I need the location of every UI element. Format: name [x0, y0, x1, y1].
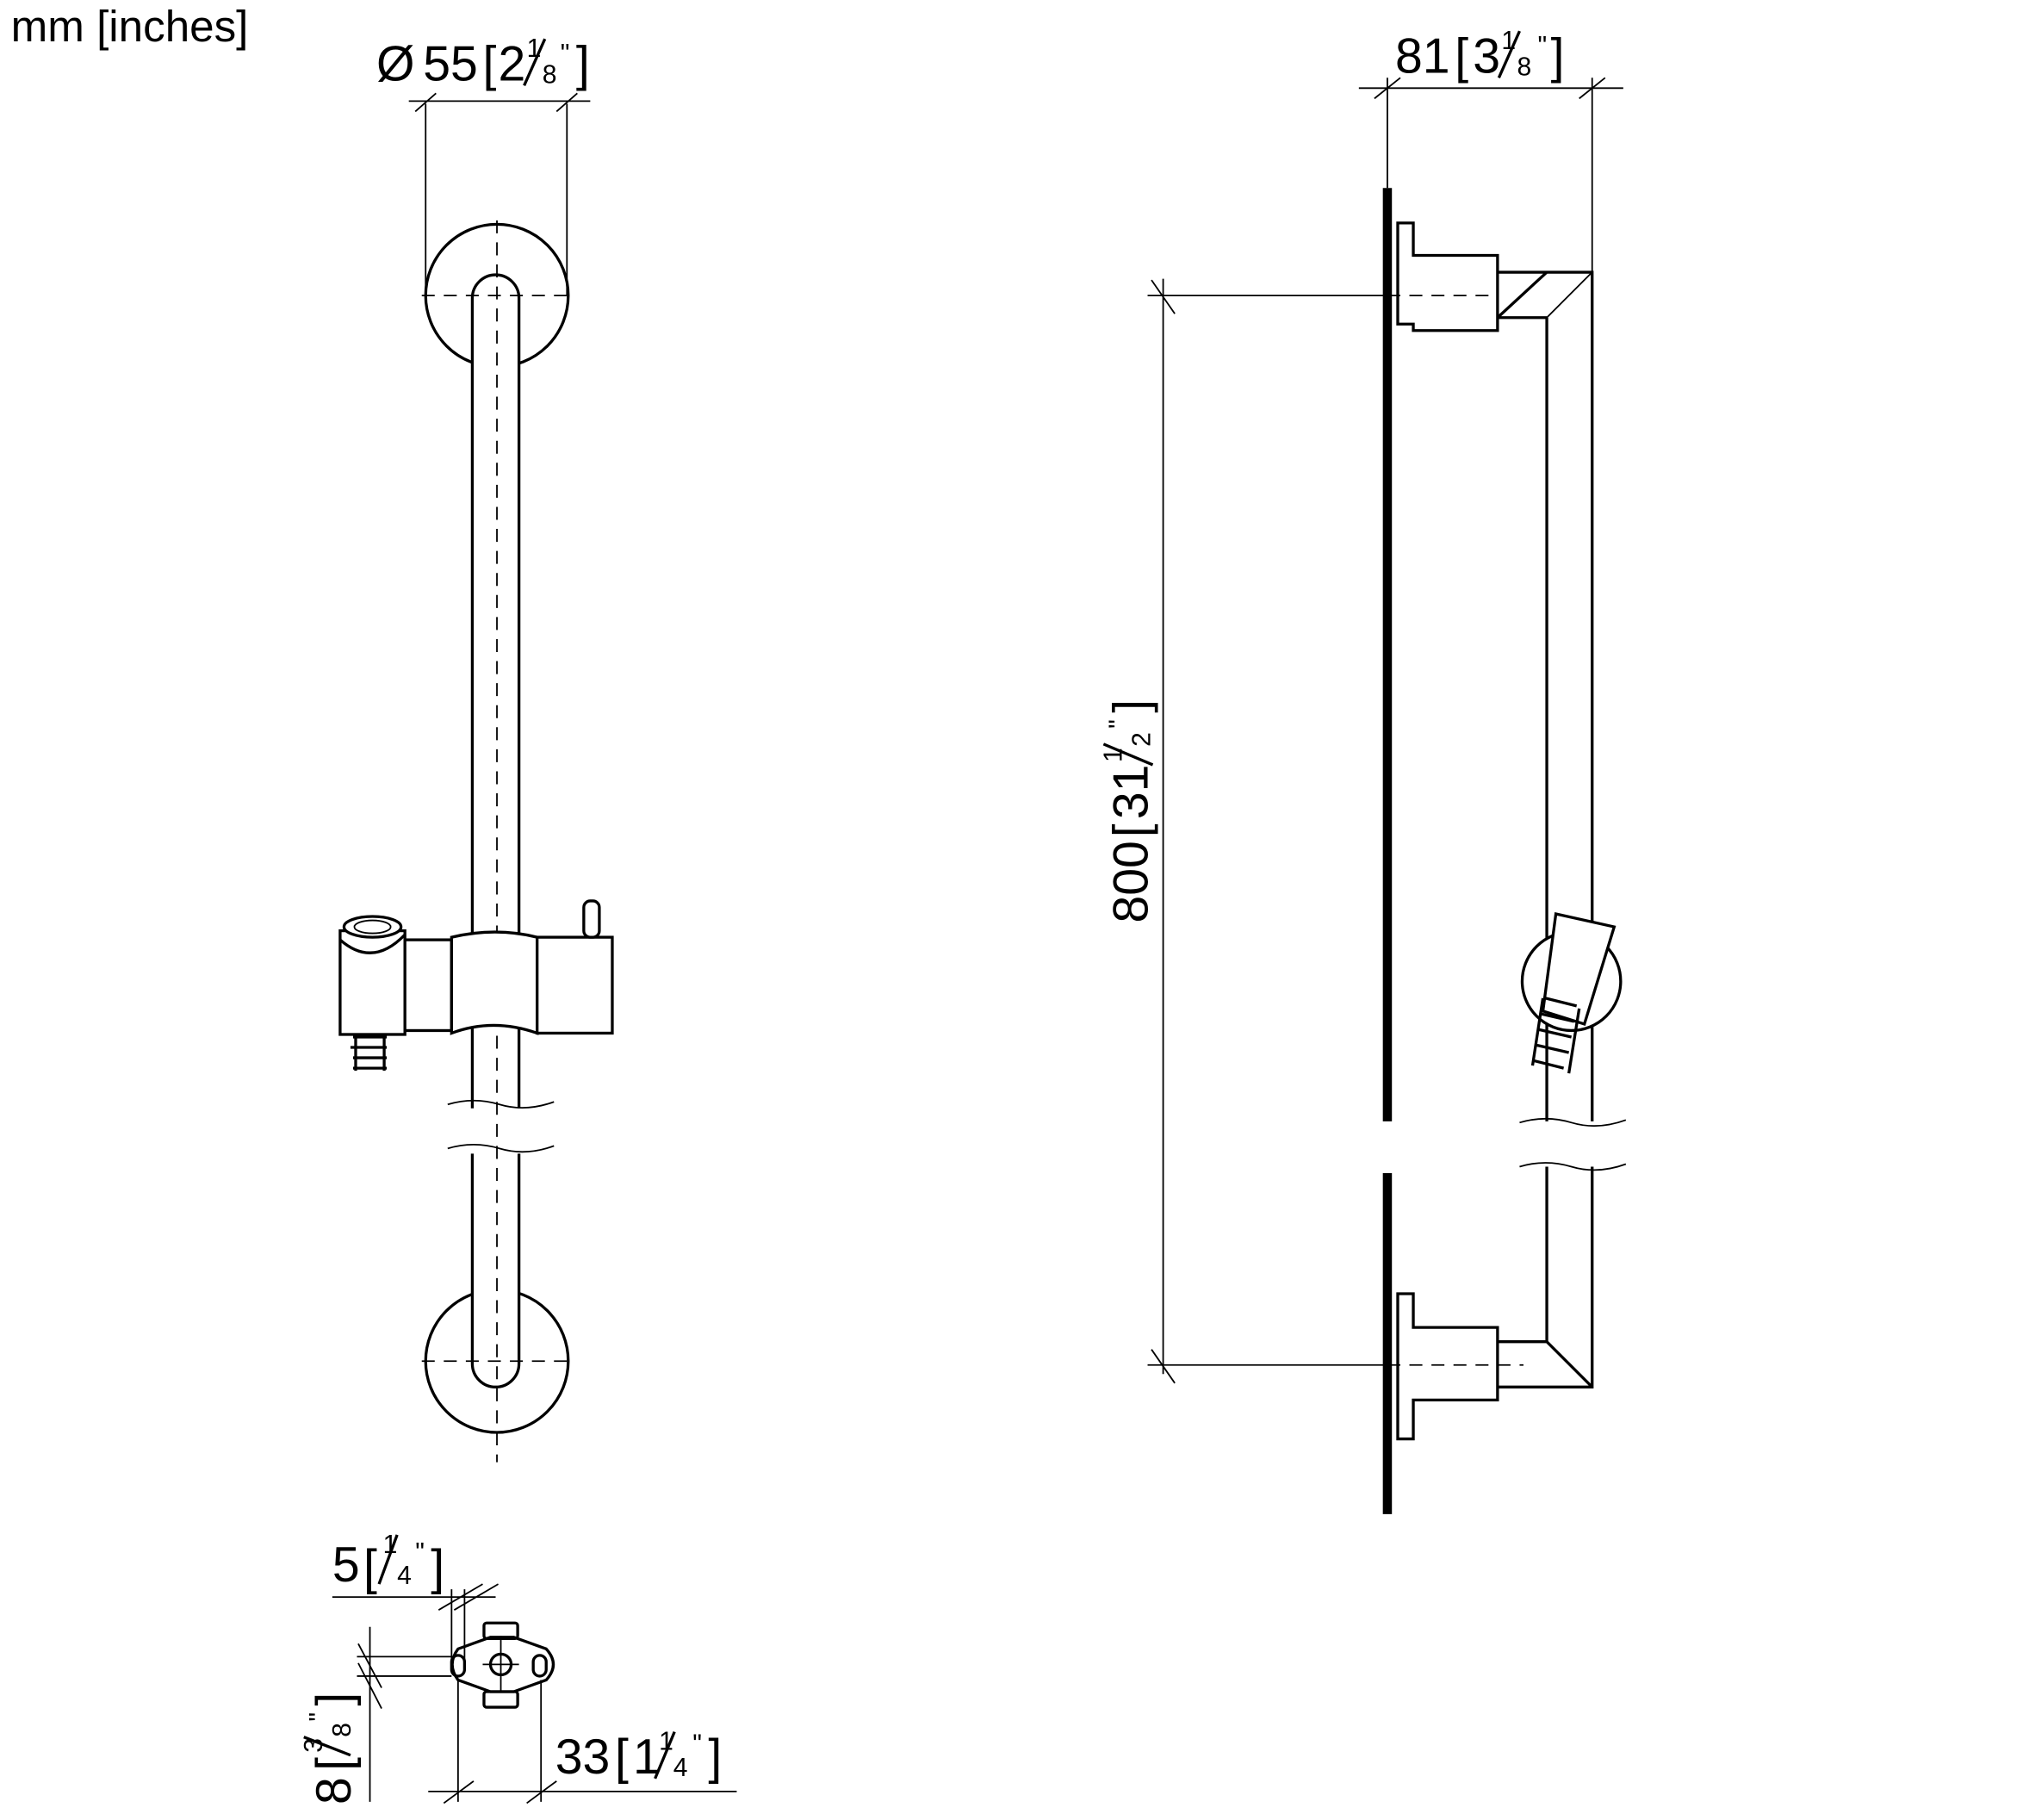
svg-text:81: 81: [1395, 28, 1450, 84]
svg-text:]: ]: [307, 1693, 362, 1706]
break-lines: [447, 1099, 555, 1153]
svg-text:": ": [1104, 719, 1133, 729]
top-bracket: [1396, 221, 1499, 332]
svg-text:": ": [692, 1730, 702, 1759]
svg-text:4: 4: [397, 1562, 412, 1590]
svg-text:31: 31: [1104, 765, 1159, 820]
svg-text:3: 3: [300, 1738, 328, 1753]
svg-text:]: ]: [708, 1730, 722, 1785]
bottom-bracket: [1396, 1292, 1499, 1441]
svg-text:[: [: [363, 1540, 377, 1595]
svg-text:[: [: [482, 36, 496, 91]
slider-side: [1520, 912, 1623, 1074]
mounting-plate-detail: 5 [ 1 4 " ] 8 [ 3 8 " ]: [300, 1531, 737, 1804]
svg-text:1: 1: [383, 1531, 398, 1559]
svg-text:]: ]: [431, 1540, 444, 1595]
svg-text:]: ]: [576, 36, 590, 91]
svg-text:2: 2: [1128, 732, 1157, 747]
slider-holder: [338, 899, 614, 1072]
depth-dimension: 81 [ 3 1 8 " ]: [1358, 27, 1623, 273]
svg-text:[: [: [307, 1757, 362, 1771]
svg-text:": ": [305, 1712, 333, 1722]
svg-text:33: 33: [555, 1730, 611, 1785]
svg-text:3: 3: [1473, 28, 1500, 84]
svg-text:800: 800: [1104, 841, 1159, 922]
rail-lower-side: [1497, 1166, 1594, 1388]
svg-text:[: [: [1104, 823, 1159, 837]
svg-text:": ": [415, 1538, 425, 1567]
svg-text:": ": [1538, 32, 1548, 60]
rail-rod-upper: [470, 273, 521, 1109]
height-dimension: 800 [ 31 1 2 " ]: [1099, 278, 1387, 1384]
svg-text:Ø: Ø: [376, 36, 414, 91]
svg-text:8: 8: [307, 1777, 362, 1804]
svg-text:8: 8: [543, 60, 557, 89]
side-view: 81 [ 3 1 8 " ] 800 [ 31 1 2 " ]: [1099, 27, 1627, 1514]
diameter-dimension: Ø 55 [ 2 1 8 " ]: [376, 34, 591, 296]
svg-text:8: 8: [1517, 53, 1531, 81]
rail-rod-lower: [470, 1153, 521, 1388]
svg-text:2: 2: [499, 36, 526, 91]
svg-text:[: [: [615, 1730, 629, 1785]
svg-text:[: [: [1455, 28, 1468, 84]
svg-text:]: ]: [1551, 28, 1565, 84]
svg-text:4: 4: [673, 1754, 688, 1782]
svg-text:1: 1: [659, 1728, 673, 1756]
front-view: Ø 55 [ 2 1 8 " ]: [300, 34, 737, 1804]
svg-text:8: 8: [328, 1723, 357, 1737]
svg-text:5: 5: [332, 1537, 360, 1593]
svg-text:": ": [561, 40, 570, 68]
svg-text:]: ]: [1104, 699, 1159, 713]
svg-text:1: 1: [1099, 748, 1127, 762]
svg-text:55: 55: [423, 36, 478, 91]
units-label: mm [inches]: [11, 2, 249, 51]
